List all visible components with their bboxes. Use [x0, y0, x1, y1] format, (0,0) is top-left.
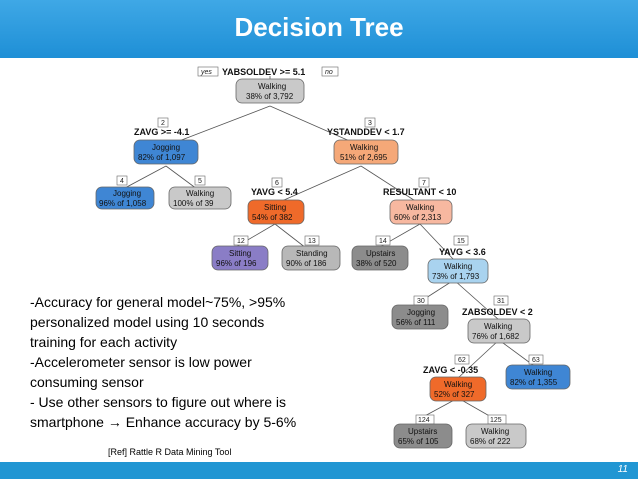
tree-node-62: 62 ZAVG < -0.35 Walking 52% of 327 [423, 354, 487, 402]
svg-text:Walking: Walking [350, 143, 378, 152]
tree-node-63: 63 Walking 82% of 1,355 [505, 354, 571, 390]
tree-edges [122, 76, 538, 419]
tree-node-7: 7 RESULTANT < 10 Walking 60% of 2,313 [383, 177, 456, 225]
svg-text:3: 3 [368, 120, 372, 127]
svg-text:15: 15 [457, 238, 465, 245]
page-number: 11 [617, 464, 628, 475]
note-line: - Use other sensors to figure out where … [30, 394, 287, 410]
svg-text:Walking: Walking [444, 262, 472, 271]
node-6-split: YAVG < 5.4 [251, 187, 298, 197]
svg-text:54% of 382: 54% of 382 [252, 213, 293, 222]
notes-text-block: -Accuracy for general model~75%, >95% pe… [30, 292, 350, 432]
svg-text:63: 63 [532, 357, 540, 364]
tree-node-12: 12 Sitting 96% of 196 [211, 235, 269, 271]
svg-text:96% of 1,058: 96% of 1,058 [99, 199, 147, 208]
svg-text:76% of 1,682: 76% of 1,682 [472, 332, 520, 341]
tree-node-3: 3 YSTANDDEV < 1.7 Walking 51% of 2,695 [327, 117, 405, 165]
svg-text:13: 13 [308, 238, 316, 245]
tree-node-6: 6 YAVG < 5.4 Sitting 54% of 382 [247, 177, 305, 225]
note-line: -Accelerometer sensor is low power [30, 354, 252, 370]
node-3-split: YSTANDDEV < 1.7 [327, 127, 405, 137]
tree-node-5: 5 Walking 100% of 39 [168, 175, 232, 210]
root-stats: 38% of 3,792 [246, 92, 294, 101]
slide-title: Decision Tree [234, 12, 404, 42]
svg-text:68% of 222: 68% of 222 [470, 437, 511, 446]
svg-text:4: 4 [120, 178, 124, 185]
svg-text:82% of 1,097: 82% of 1,097 [138, 153, 186, 162]
svg-text:73% of 1,793: 73% of 1,793 [432, 272, 480, 281]
svg-text:96% of 196: 96% of 196 [216, 259, 257, 268]
note-line: -Accuracy for general model~75%, >95% [30, 294, 286, 310]
root-label: Walking [258, 82, 286, 91]
node-62-split: ZAVG < -0.35 [423, 365, 478, 375]
svg-text:52% of 327: 52% of 327 [434, 390, 475, 399]
reference-text: [Ref] Rattle R Data Mining Tool [108, 447, 232, 457]
svg-text:82% of 1,355: 82% of 1,355 [510, 378, 558, 387]
svg-text:Jogging: Jogging [152, 143, 180, 152]
svg-text:62: 62 [458, 357, 466, 364]
note-line: personalized model using 10 seconds [30, 314, 265, 330]
root-no-label: no [325, 69, 333, 76]
root-yes-label: yes [200, 69, 212, 76]
note-line: consuming sensor [30, 374, 144, 390]
node-15-split: YAVG < 3.6 [439, 247, 486, 257]
title-bar: Decision Tree [0, 0, 638, 58]
svg-text:Walking: Walking [444, 380, 472, 389]
svg-text:100% of 39: 100% of 39 [173, 199, 214, 208]
footer-bar: 11 [0, 462, 638, 479]
root-split: YABSOLDEV >= 5.1 [222, 67, 305, 77]
svg-text:Walking: Walking [406, 203, 434, 212]
svg-text:7: 7 [422, 180, 426, 187]
svg-text:Sitting: Sitting [229, 249, 251, 258]
svg-text:5: 5 [198, 178, 202, 185]
svg-text:Walking: Walking [484, 322, 512, 331]
svg-text:Upstairs: Upstairs [408, 427, 437, 436]
svg-text:31: 31 [497, 298, 505, 305]
svg-text:Jogging: Jogging [407, 308, 435, 317]
svg-text:Walking: Walking [524, 368, 552, 377]
tree-node-2: 2 ZAVG >= -4.1 Jogging 82% of 1,097 [133, 117, 199, 165]
svg-text:6: 6 [275, 180, 279, 187]
tree-node-124: 124 Upstairs 65% of 105 [393, 414, 453, 449]
tree-node-125: 125 Walking 68% of 222 [465, 414, 527, 449]
svg-text:Standing: Standing [296, 249, 328, 258]
svg-text:Walking: Walking [481, 427, 509, 436]
tree-node-root: yes no YABSOLDEV >= 5.1 Walking 38% of 3… [197, 66, 339, 104]
svg-text:90% of 186: 90% of 186 [286, 259, 327, 268]
svg-text:Jogging: Jogging [113, 189, 141, 198]
svg-text:38% of 520: 38% of 520 [356, 259, 397, 268]
tree-node-30: 30 Jogging 56% of 111 [391, 295, 449, 330]
svg-text:Sitting: Sitting [264, 203, 286, 212]
decision-tree: yes no YABSOLDEV >= 5.1 Walking 38% of 3… [95, 66, 571, 449]
svg-text:14: 14 [379, 238, 387, 245]
node-2-split: ZAVG >= -4.1 [134, 127, 189, 137]
tree-node-4: 4 Jogging 96% of 1,058 [95, 175, 155, 210]
svg-text:12: 12 [237, 238, 245, 245]
tree-node-31: 31 ZABSOLDEV < 2 Walking 76% of 1,682 [462, 295, 533, 344]
svg-text:124: 124 [418, 417, 430, 424]
svg-text:Walking: Walking [186, 189, 214, 198]
node-7-split: RESULTANT < 10 [383, 187, 456, 197]
svg-text:60% of 2,313: 60% of 2,313 [394, 213, 442, 222]
node-31-split: ZABSOLDEV < 2 [462, 307, 533, 317]
svg-text:30: 30 [417, 298, 425, 305]
svg-text:51% of 2,695: 51% of 2,695 [340, 153, 388, 162]
svg-text:Upstairs: Upstairs [366, 249, 395, 258]
tree-node-14: 14 Upstairs 38% of 520 [351, 235, 409, 271]
note-line: smartphone → Enhance accuracy by 5-6% [30, 414, 297, 430]
tree-node-13: 13 Standing 90% of 186 [281, 235, 341, 271]
svg-text:56% of 111: 56% of 111 [396, 318, 436, 327]
svg-text:2: 2 [161, 120, 165, 127]
svg-text:65% of 105: 65% of 105 [398, 437, 439, 446]
tree-node-15: 15 YAVG < 3.6 Walking 73% of 1,793 [427, 235, 489, 284]
note-line: training for each activity [30, 334, 178, 350]
svg-text:125: 125 [490, 417, 502, 424]
